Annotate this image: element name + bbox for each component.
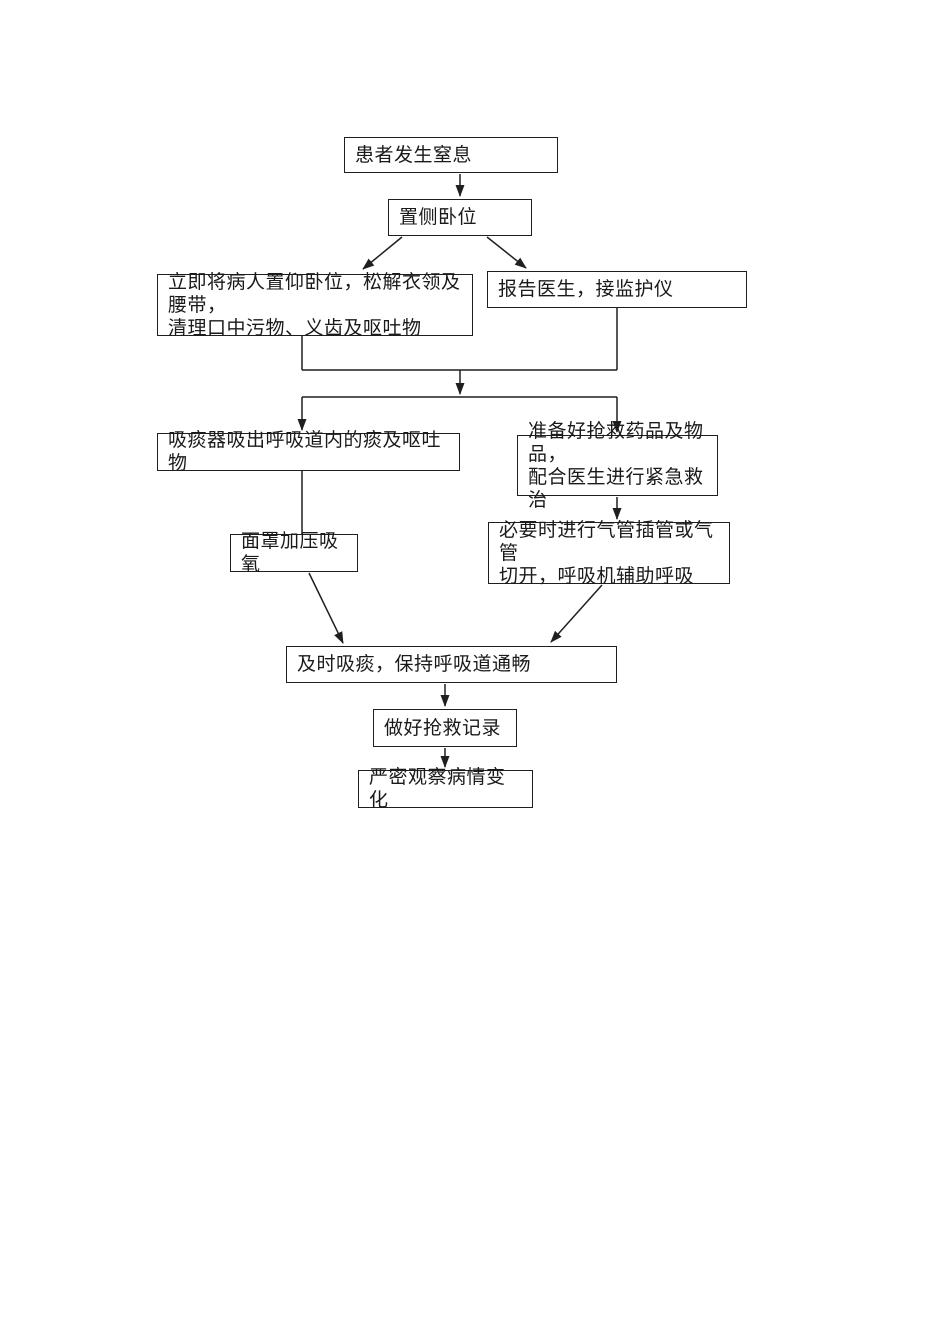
node-report-doctor-label: 报告医生，接监护仪 [498, 278, 674, 300]
node-rescue-record-label: 做好抢救记录 [384, 716, 502, 739]
node-rescue-record: 做好抢救记录 [373, 709, 517, 747]
node-lateral-position-label: 置侧卧位 [399, 206, 478, 228]
node-keep-airway-open: 及时吸痰，保持呼吸道通畅 [286, 646, 617, 683]
node-intubation-ventilator: 必要时进行气管插管或气管 切开，呼吸机辅助呼吸 [488, 519, 730, 587]
node-prepare-rescue-supplies: 准备好抢救药品及物品， 配合医生进行紧急救治 [517, 420, 718, 511]
node-sputum-suction-label: 吸痰器吸出呼吸道内的痰及呕吐物 [168, 429, 442, 474]
connector-intubation-to-airway [550, 584, 603, 643]
node-patient-asphyxia-label: 患者发生窒息 [355, 143, 473, 166]
node-mask-oxygen-label: 面罩加压吸氧 [241, 530, 339, 575]
connector-lateral-to-report [486, 236, 527, 269]
node-observe-condition-label: 严密观察病情变化 [369, 766, 506, 811]
node-report-doctor: 报告医生，接监护仪 [487, 271, 747, 308]
node-keep-airway-open-label: 及时吸痰，保持呼吸道通畅 [297, 653, 532, 675]
connector-mask-to-airway [308, 572, 344, 644]
node-mask-oxygen: 面罩加压吸氧 [230, 530, 358, 575]
node-patient-asphyxia: 患者发生窒息 [344, 137, 558, 173]
connector-lateral-to-supine [362, 236, 403, 270]
node-lateral-position: 置侧卧位 [388, 199, 532, 236]
node-prepare-rescue-supplies-label: 准备好抢救药品及物品， 配合医生进行紧急救治 [528, 419, 704, 511]
node-observe-condition: 严密观察病情变化 [358, 766, 533, 811]
node-supine-clear-mouth: 立即将病人置仰卧位，松解衣领及腰带， 清理口中污物、义齿及呕吐物 [157, 271, 473, 339]
node-intubation-ventilator-label: 必要时进行气管插管或气管 切开，呼吸机辅助呼吸 [499, 518, 714, 587]
node-supine-clear-mouth-label: 立即将病人置仰卧位，松解衣领及腰带， 清理口中污物、义齿及呕吐物 [168, 270, 461, 339]
node-sputum-suction: 吸痰器吸出呼吸道内的痰及呕吐物 [157, 429, 460, 474]
